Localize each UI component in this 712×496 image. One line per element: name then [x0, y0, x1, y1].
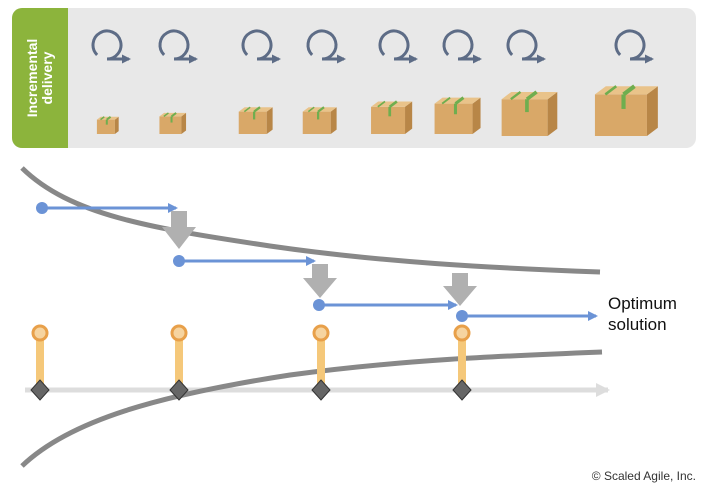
incremental-delivery-panel: Incremental delivery — [12, 8, 696, 148]
milestone — [169, 324, 189, 401]
optimum-label-line1: Optimum — [608, 294, 677, 313]
progress-arrow-3 — [313, 299, 458, 311]
delivery-box-icon — [501, 90, 558, 136]
copyright-notice: © Scaled Agile, Inc. — [591, 469, 696, 483]
milestone — [452, 324, 472, 401]
delivery-box-icon — [238, 106, 273, 134]
optimum-label-line2: solution — [608, 315, 667, 334]
iteration-cycle-icon — [306, 29, 346, 64]
iteration-cycle-icon — [442, 29, 482, 64]
delivery-box-icon — [594, 84, 658, 136]
delivery-box-icon — [371, 100, 413, 134]
iteration-cycles — [91, 29, 654, 64]
milestones — [30, 324, 472, 401]
progress-arrow-4 — [456, 310, 598, 322]
progress-arrow-2 — [173, 255, 316, 267]
iteration-cycle-icon — [91, 29, 131, 64]
delivery-box-icon — [302, 106, 337, 134]
narrowing-down-arrow-1 — [162, 211, 196, 249]
progress-arrow-1 — [36, 202, 178, 214]
narrowing-down-arrow-2 — [303, 264, 337, 298]
narrowing-down-arrow-3 — [443, 273, 477, 306]
iteration-cycle-icon — [378, 29, 418, 64]
lower-convergence-curve — [20, 349, 603, 468]
incremental-delivery-tab: Incremental delivery — [12, 8, 68, 148]
optimum-solution-label: Optimum solution — [608, 293, 677, 335]
milestone — [311, 324, 331, 401]
iteration-cycle-icon — [241, 29, 281, 64]
delivery-boxes — [96, 84, 658, 136]
iteration-cycle-icon — [506, 29, 546, 64]
delivery-box-icon — [434, 96, 481, 134]
iteration-cycle-icon — [158, 29, 198, 64]
delivery-box-icon — [96, 115, 119, 134]
milestone — [30, 324, 50, 401]
upper-convergence-curve — [20, 166, 601, 275]
iteration-cycle-icon — [614, 29, 654, 64]
delivery-box-icon — [159, 112, 187, 134]
